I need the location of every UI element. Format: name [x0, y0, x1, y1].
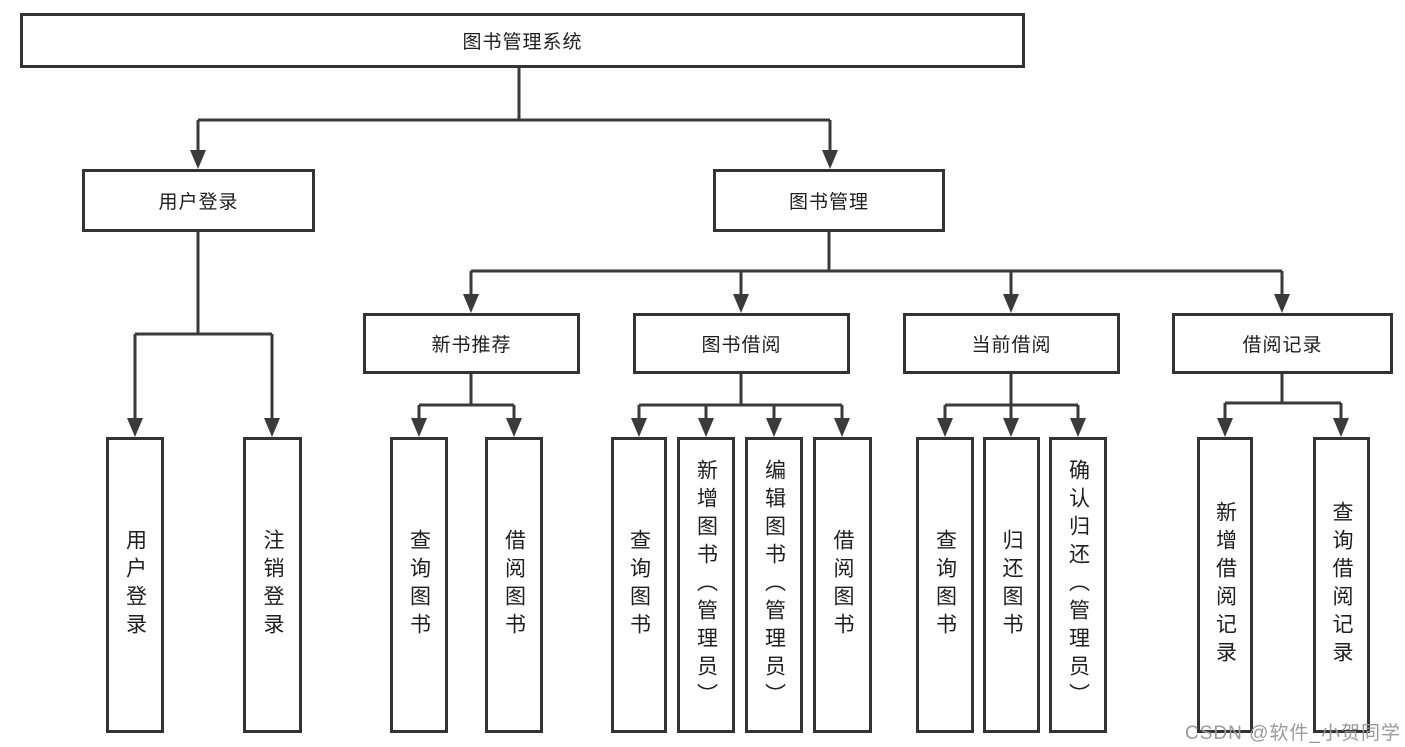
node-user-login: 用户登录: [82, 169, 315, 232]
node-label: 当前借阅: [971, 335, 1052, 356]
node-label: 借阅图书: [502, 529, 526, 641]
node-new-book-recommend: 新书推荐: [363, 313, 580, 374]
node-label: 确认归还（管理员）: [1066, 459, 1090, 711]
leaf-borrow-books-recommend: 借阅图书: [485, 437, 543, 733]
node-label: 新增图书（管理员）: [694, 459, 718, 711]
csdn-watermark: CSDN @软件_小贺同学: [1185, 723, 1401, 744]
leaf-confirm-return-admin: 确认归还（管理员）: [1049, 437, 1107, 733]
node-label: 归还图书: [1000, 529, 1023, 641]
node-label: 图书借阅: [701, 335, 782, 356]
node-label: 新书推荐: [431, 335, 512, 356]
leaf-borrow-books: 借阅图书: [813, 437, 872, 733]
leaf-query-books-current: 查询图书: [916, 437, 974, 733]
leaf-query-books-borrowing: 查询图书: [611, 437, 667, 733]
leaf-return-books: 归还图书: [983, 437, 1040, 733]
node-label: 注销登录: [261, 529, 284, 641]
node-label: 查询图书: [407, 529, 431, 641]
node-label: 用户登录: [158, 192, 239, 213]
node-label: 查询图书: [627, 529, 651, 641]
leaf-add-borrow-record: 新增借阅记录: [1197, 437, 1253, 733]
leaf-query-borrow-record: 查询借阅记录: [1313, 437, 1370, 733]
node-label: 用户登录: [123, 529, 147, 641]
node-label: 编辑图书（管理员）: [762, 459, 786, 711]
node-library-management-system: 图书管理系统: [20, 13, 1025, 68]
node-book-borrowing: 图书借阅: [633, 313, 850, 374]
node-current-borrowing: 当前借阅: [903, 313, 1120, 374]
node-label: 查询图书: [933, 529, 957, 641]
node-label: 借阅图书: [831, 529, 854, 641]
node-label: 图书管理系统: [462, 32, 583, 53]
leaf-edit-book-admin: 编辑图书（管理员）: [745, 437, 803, 733]
node-label: 查询借阅记录: [1330, 501, 1353, 669]
node-book-management: 图书管理: [713, 169, 945, 232]
node-label: 新增借阅记录: [1213, 501, 1237, 669]
node-label: 借阅记录: [1242, 335, 1323, 356]
node-label: 图书管理: [788, 192, 869, 213]
node-borrow-records: 借阅记录: [1172, 313, 1393, 374]
leaf-user-login: 用户登录: [106, 437, 164, 733]
leaf-add-book-admin: 新增图书（管理员）: [677, 437, 735, 733]
leaf-logout: 注销登录: [243, 437, 302, 733]
leaf-query-books-recommend: 查询图书: [390, 437, 448, 733]
